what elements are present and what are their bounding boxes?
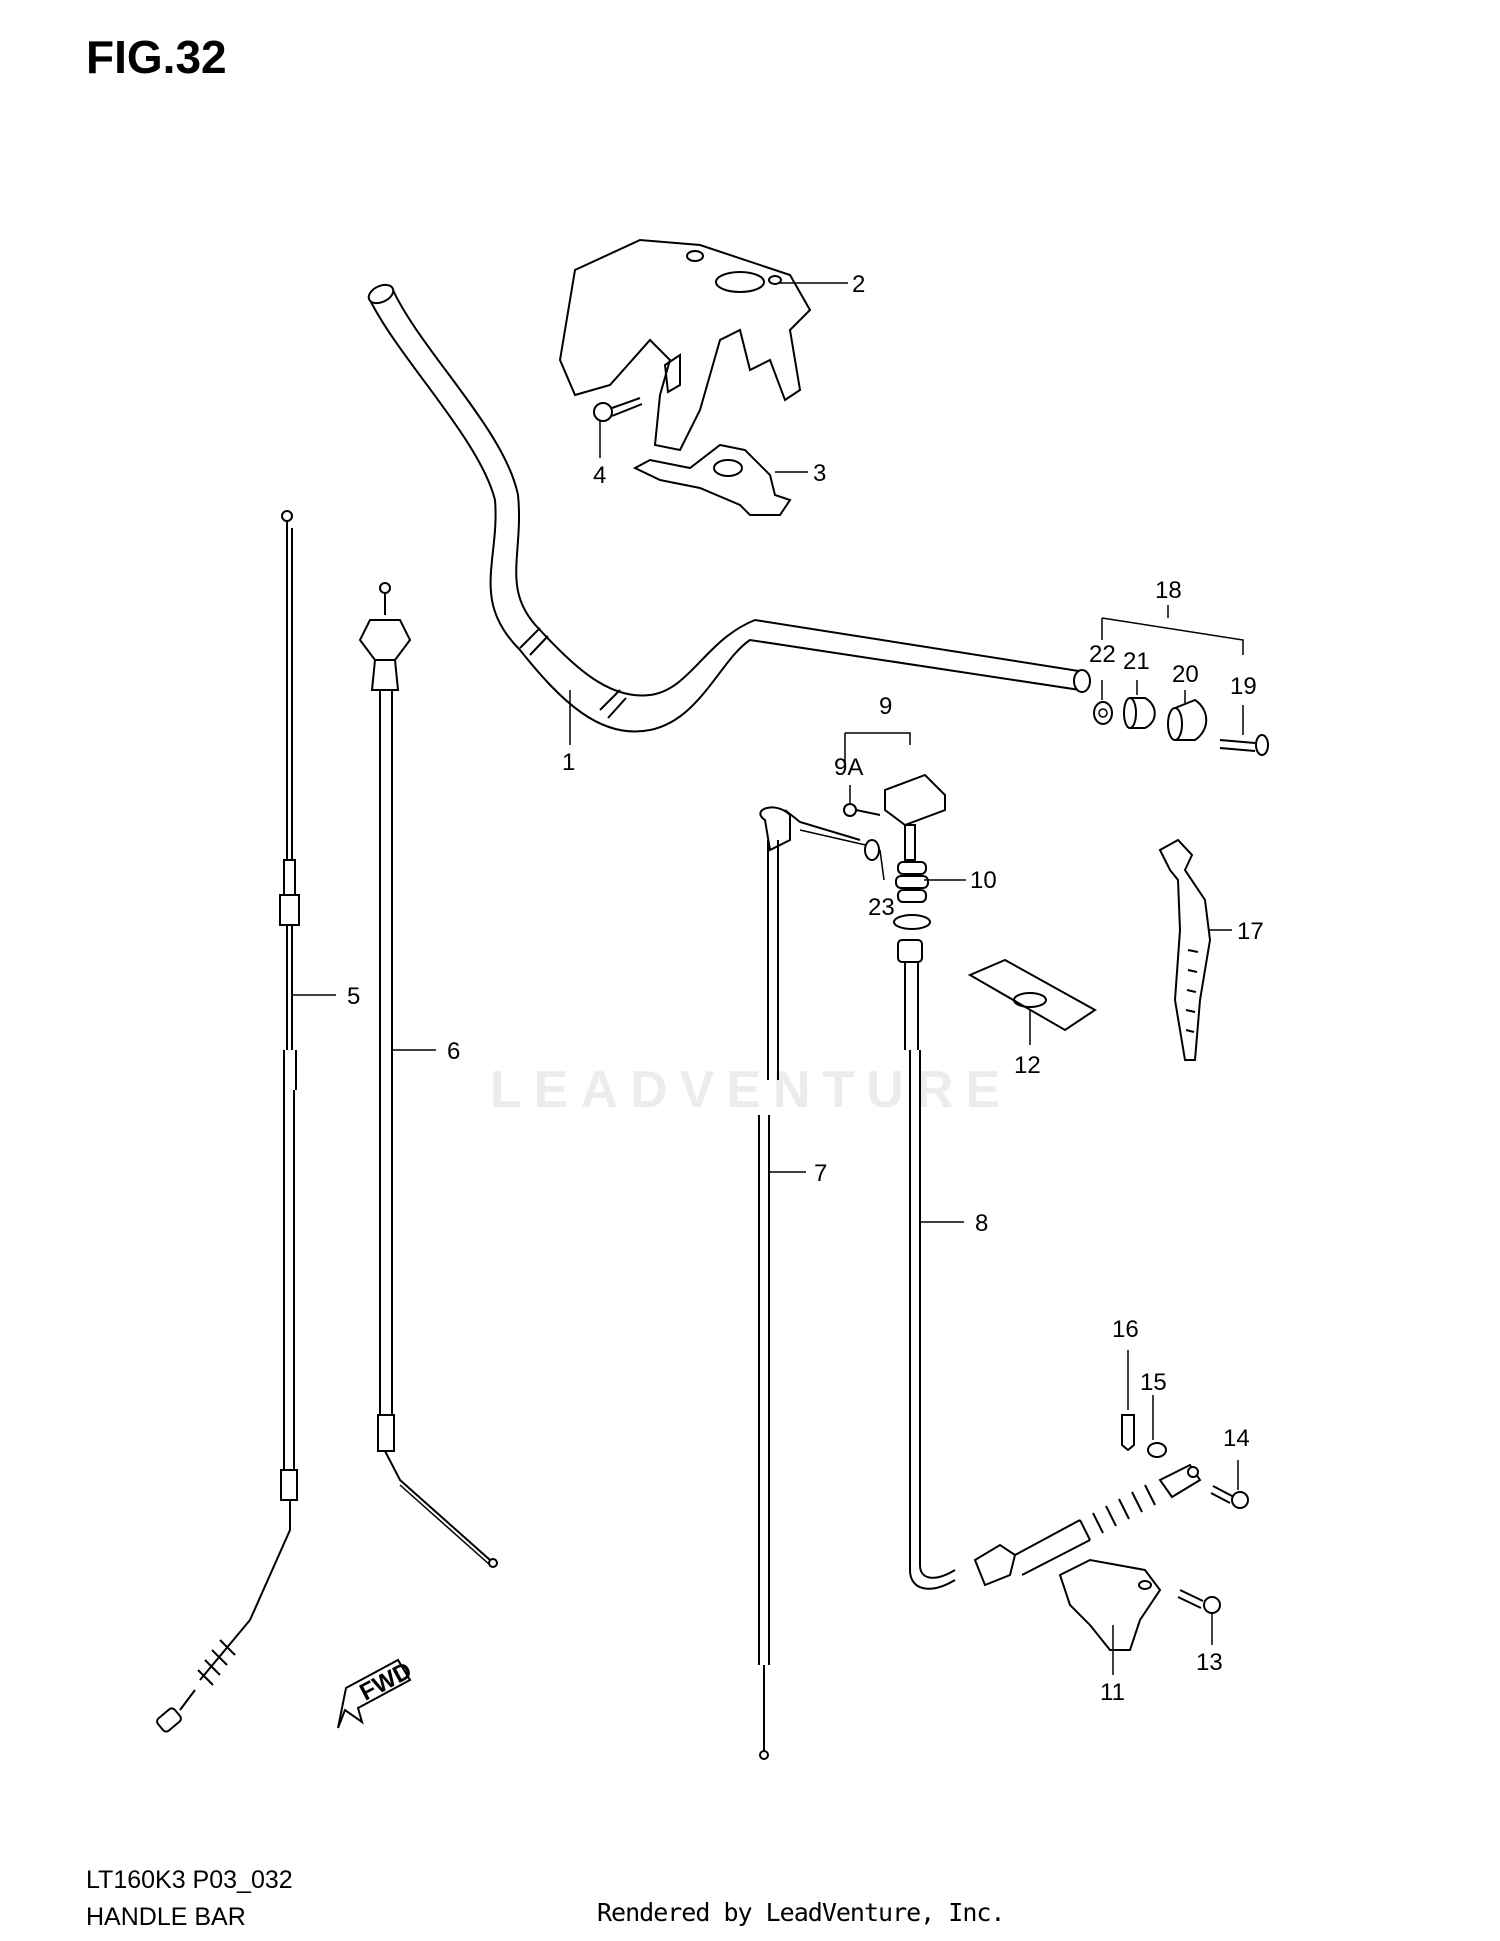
cable-7-part [758,806,791,1760]
callout-17: 17 [1237,918,1264,945]
callout-21: 21 [1123,648,1150,675]
callout-3: 3 [813,460,826,487]
callout-labels: 1 2 3 4 5 6 7 8 9 9A 10 11 12 13 14 15 1… [347,271,1264,1706]
callout-23: 23 [868,894,895,921]
pin-16-part [1121,1414,1135,1452]
fwd-label: FWD [355,1657,416,1706]
callout-2: 2 [852,271,865,298]
screw-4-part [593,397,643,422]
cable-end-9a-part [784,803,881,847]
callout-18: 18 [1155,577,1182,604]
bar-end-parts [1093,697,1269,756]
callout-9: 9 [879,693,892,720]
bracket-11-part [1058,1558,1162,1651]
callout-8: 8 [975,1210,988,1237]
watermark: LEADVENTURE [490,1061,1013,1119]
clamp-band-17-part [1158,838,1212,1061]
callout-1: 1 [562,749,575,776]
cover-bracket-part [632,443,792,516]
callout-12: 12 [1014,1052,1041,1079]
callout-5: 5 [347,983,360,1010]
leader-lines [293,282,1244,1675]
callout-20: 20 [1172,661,1199,688]
render-credit: Rendered by LeadVenture, Inc. [597,1898,1005,1927]
bolt-13-part [1177,1589,1221,1614]
figure-title: FIG.32 [86,31,227,83]
callout-22: 22 [1089,641,1116,668]
callout-11: 11 [1100,1679,1125,1706]
fwd-arrow-icon: FWD [337,1657,416,1729]
figure-name: HANDLE BAR [86,1903,246,1931]
callout-19: 19 [1230,673,1257,700]
callout-15: 15 [1140,1369,1167,1396]
plate-12-part [967,958,1097,1032]
callout-7: 7 [814,1160,827,1187]
choke-knob-part [884,773,946,1050]
cable-6-part [358,582,498,1568]
callout-10: 10 [970,867,997,894]
handlebar-part [367,283,1091,733]
callout-13: 13 [1196,1649,1223,1676]
washer-23-part [864,839,880,861]
callout-16: 16 [1112,1316,1139,1343]
figure-code: LT160K3 P03_032 [86,1866,293,1894]
callout-4: 4 [593,462,606,489]
callout-6: 6 [447,1038,460,1065]
washer-15-part [1147,1442,1167,1458]
cable-8-part [909,1050,1202,1590]
cable-5-part [156,510,300,1733]
handlebar-cover-part [558,238,812,452]
callout-14: 14 [1223,1425,1250,1452]
callout-9a: 9A [834,754,863,781]
bolt-14-part [1210,1485,1249,1509]
